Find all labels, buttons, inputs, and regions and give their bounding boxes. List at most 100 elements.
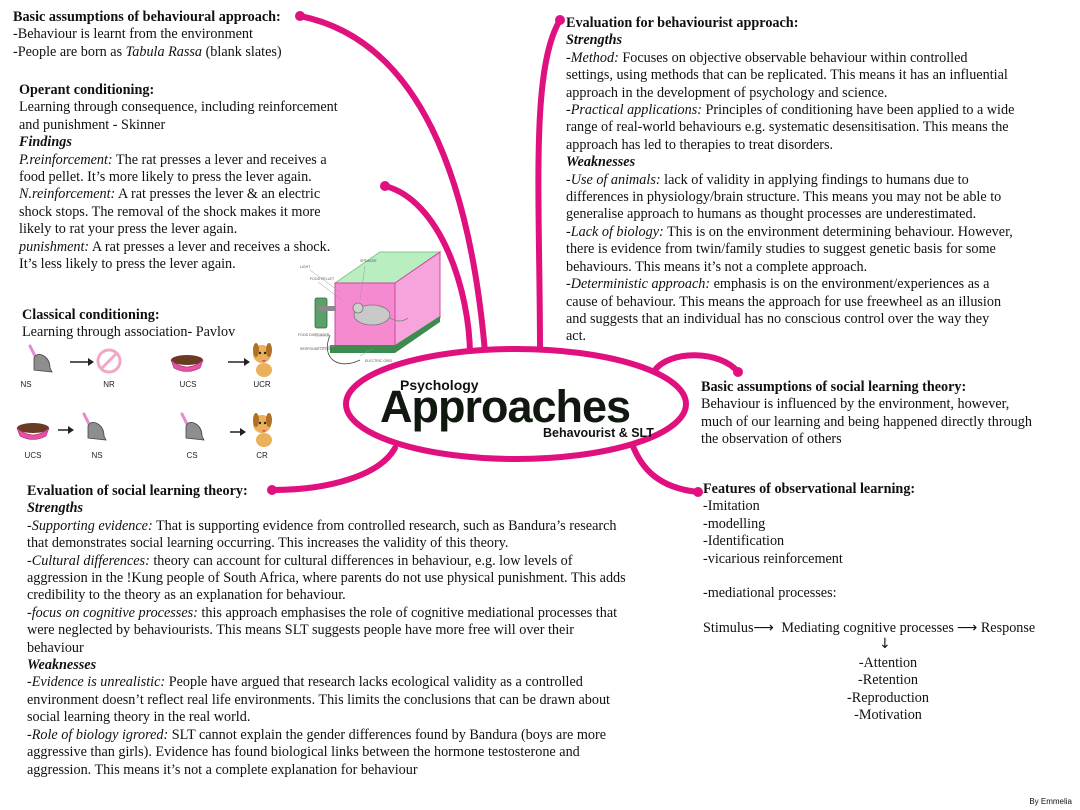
bell-icon-ns xyxy=(28,344,53,373)
eval-behav-heading: Evaluation for behaviourist approach: xyxy=(566,15,799,31)
process-item: -Reproduction xyxy=(847,689,929,706)
bell-icon-cs xyxy=(180,412,205,441)
operant-line: shock stops. The removal of the shock ma… xyxy=(19,203,321,220)
eval-line: approach in the development of psycholog… xyxy=(566,84,888,101)
eval-line: cause of behaviour. This means the appro… xyxy=(566,293,1002,310)
svg-text:LIGHT: LIGHT xyxy=(300,265,311,269)
arrow-down-icon: ↓ xyxy=(879,636,891,652)
eval-line: -Practical applications: Principles of c… xyxy=(566,102,1015,119)
operant-line: likely to rat your press the lever again… xyxy=(19,221,238,238)
skinner-box-illustration: LIGHT FOOD PELLET SPEAKER FOOD DISPENSER… xyxy=(298,251,442,365)
operant-line: punishment: A rat presses a lever and re… xyxy=(19,238,331,255)
eval-line: and suggests that an individual has no c… xyxy=(566,310,990,327)
branch-features xyxy=(627,435,701,495)
eval-line: -Use of animals: lack of validity in app… xyxy=(566,171,969,188)
label-ns2: NS xyxy=(91,451,103,460)
eval-line: -Lack of biology: This is on the environ… xyxy=(566,223,1013,240)
eval-line: credibility to the theory as an explanat… xyxy=(27,587,346,604)
eval-behav-block: Evaluation for behaviourist approach: St… xyxy=(566,15,1014,346)
operant-line: and punishment - Skinner xyxy=(19,116,166,133)
label-nr: NR xyxy=(103,380,115,389)
label-ns: NS xyxy=(20,380,32,389)
classical-block: Classical conditioning: Learning through… xyxy=(22,307,235,342)
branch-operant xyxy=(382,183,473,359)
eval-line: -focus on cognitive processes: this appr… xyxy=(27,604,618,621)
findings-heading: Findings xyxy=(19,134,72,151)
flow-response: Response xyxy=(980,620,1036,636)
eval-line: aggression in the !Kung people of South … xyxy=(27,570,626,587)
slt-basic-block: Basic assumptions of social learning the… xyxy=(701,379,1032,449)
process-item: -Motivation xyxy=(854,707,922,724)
eval-line: aggression. This means it’s not a comple… xyxy=(27,761,418,778)
label-cs: CS xyxy=(186,451,198,460)
classical-heading: Classical conditioning: xyxy=(22,307,160,323)
dog-food-bowl-icon-ucs xyxy=(170,355,204,372)
svg-text:ELECTRIC GRID: ELECTRIC GRID xyxy=(365,359,393,363)
branch-end-dot xyxy=(380,181,390,191)
strengths-heading: Strengths xyxy=(27,500,83,517)
slt-basic-line: Behaviour is influenced by the environme… xyxy=(701,396,1010,413)
basic-behav-heading: Basic assumptions of behavioural approac… xyxy=(13,9,281,25)
eval-line: -Cultural differences: theory can accoun… xyxy=(27,552,573,569)
eval-line: behaviour xyxy=(27,639,84,656)
branch-end-dot xyxy=(693,487,703,497)
feature-item: -modelling xyxy=(703,515,766,532)
operant-line: Learning through consequence, including … xyxy=(19,99,338,116)
process-item: -Attention xyxy=(858,655,918,671)
center-subtitle: Psychology xyxy=(400,377,479,393)
eval-line: differences in physiology/brain structur… xyxy=(566,189,1002,206)
eval-line: social learning theory in the real world… xyxy=(27,709,251,726)
center-title: Approaches xyxy=(380,381,631,432)
eval-line: that demonstrates social learning occurr… xyxy=(27,535,509,552)
bell-icon-ns2 xyxy=(82,412,107,441)
operant-line: food pellet. It’s more likely to press t… xyxy=(19,169,312,186)
branch-eval-slt xyxy=(269,445,398,493)
process-list: -Attention -Retention -Reproduction -Mot… xyxy=(843,655,933,725)
feature-item: -Identification xyxy=(703,533,785,550)
feature-item: -Imitation xyxy=(703,498,760,515)
mediational-heading: -mediational processes: xyxy=(703,585,837,602)
branch-end-dot xyxy=(555,15,565,25)
eval-line: environment doesn’t reflect real life en… xyxy=(27,691,610,708)
svg-text:FOOD DISPENSER: FOOD DISPENSER xyxy=(298,333,330,337)
branch-end-dot xyxy=(295,11,305,21)
eval-line: -Supporting evidence: That is supporting… xyxy=(27,517,617,534)
eval-line: act. xyxy=(566,328,587,345)
eval-line: range of real-world behaviours e.g. syst… xyxy=(566,119,1009,136)
eval-line: -Method: Focuses on objective observable… xyxy=(566,49,968,66)
operant-line: N.reinforcement: A rat presses the lever… xyxy=(19,186,321,203)
slt-basic-line: much of our learning and being happened … xyxy=(701,413,1032,430)
eval-line: -Evidence is unrealistic: People have ar… xyxy=(27,674,583,691)
label-ucs2: UCS xyxy=(24,451,42,460)
flow-stimulus: Stimulus xyxy=(703,620,754,636)
eval-line: aggressive than girls). Evidence has fou… xyxy=(27,744,580,761)
basic-behav-line: -People are born as Tabula Rassa (blank … xyxy=(13,43,282,60)
svg-text:RESPONSE LEVER: RESPONSE LEVER xyxy=(300,347,332,351)
eval-slt-heading: Evaluation of social learning theory: xyxy=(27,483,248,499)
slt-basic-line: the observation of others xyxy=(701,431,842,448)
weaknesses-heading: Weaknesses xyxy=(566,154,636,171)
weaknesses-heading: Weaknesses xyxy=(27,657,97,674)
classical-line: Learning through association- Pavlov xyxy=(22,324,236,341)
operant-block: Operant conditioning: Learning through c… xyxy=(19,82,338,273)
features-block: Features of observational learning: -Imi… xyxy=(703,481,915,603)
eval-line: there is evidence from twin/family studi… xyxy=(566,241,996,258)
dog-food-bowl-icon-ucs2 xyxy=(16,423,50,440)
process-item: -Retention xyxy=(858,672,918,689)
svg-text:FOOD PELLET: FOOD PELLET xyxy=(310,277,335,281)
branch-eval-behav xyxy=(535,17,563,355)
feature-item: -vicarious reinforcement xyxy=(703,550,843,567)
label-ucs: UCS xyxy=(179,380,197,389)
basic-behav-block: Basic assumptions of behavioural approac… xyxy=(13,9,282,61)
dog-icon-cr xyxy=(253,413,272,447)
eval-line: were neglected by behaviourists. This me… xyxy=(27,622,574,639)
label-ucr: UCR xyxy=(253,380,271,389)
eval-line: approach has led to therapies to treat d… xyxy=(566,136,834,153)
strengths-heading: Strengths xyxy=(566,32,622,49)
author-credit: By Emmelia xyxy=(1029,797,1072,806)
eval-line: behaviours. This means it’s not a comple… xyxy=(566,258,868,275)
operant-line: It’s less likely to press the lever agai… xyxy=(19,256,236,273)
branch-slt-basic xyxy=(652,352,741,375)
branch-end-dot xyxy=(267,485,277,495)
